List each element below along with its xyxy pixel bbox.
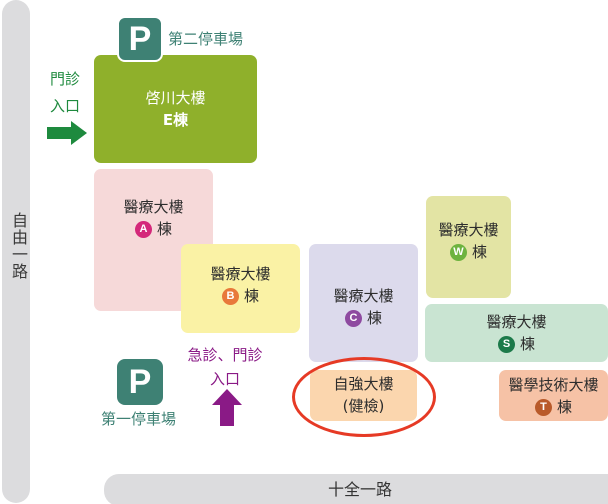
badge-t-icon: T	[534, 399, 552, 416]
building-w-medical[interactable]: 醫療大樓 W 棟	[426, 196, 511, 298]
building-b-medical[interactable]: 醫療大樓 B 棟	[181, 244, 300, 333]
badge-c-icon: C	[344, 310, 362, 327]
highlight-circle	[292, 357, 436, 437]
building-name: 醫學技術大樓	[508, 376, 599, 394]
parking-icon[interactable]: P	[117, 359, 163, 405]
parking-2-label: 第二停車場	[168, 30, 244, 48]
building-name: 醫療大樓	[333, 287, 394, 305]
outpatient-entrance-label: 門診 入口	[49, 70, 80, 115]
arrow-right-icon	[47, 121, 87, 145]
building-label: E棟	[162, 111, 189, 129]
parking-1-label: 第一停車場	[101, 410, 177, 428]
road-shiquan-1st	[104, 474, 608, 504]
building-name: 醫療大樓	[210, 265, 271, 283]
building-s-medical[interactable]: 醫療大樓 S 棟	[425, 304, 608, 362]
badge-a-icon: A	[134, 221, 152, 238]
building-e-qichuan[interactable]: 啓川大樓 E棟	[94, 55, 257, 163]
badge-s-icon: S	[497, 336, 515, 353]
building-name: 醫療大樓	[123, 198, 184, 216]
emergency-entrance-label: 急診、門診 入口	[187, 346, 263, 388]
building-name: 啓川大樓	[145, 89, 206, 107]
road-ziyou-1st	[2, 0, 30, 503]
road-ziyou-1st-label: 自由一路	[9, 212, 28, 280]
building-name: 醫療大樓	[486, 313, 547, 331]
road-shiquan-1st-label: 十全一路	[327, 480, 392, 499]
building-c-medical[interactable]: 醫療大樓 C 棟	[309, 244, 418, 362]
badge-b-icon: B	[221, 288, 239, 305]
arrow-up-icon	[212, 389, 242, 426]
building-name: 醫療大樓	[438, 221, 499, 239]
parking-icon[interactable]: P	[117, 16, 163, 62]
badge-w-icon: W	[449, 244, 467, 261]
building-t-medical-technology[interactable]: 醫學技術大樓 T 棟	[499, 370, 608, 421]
